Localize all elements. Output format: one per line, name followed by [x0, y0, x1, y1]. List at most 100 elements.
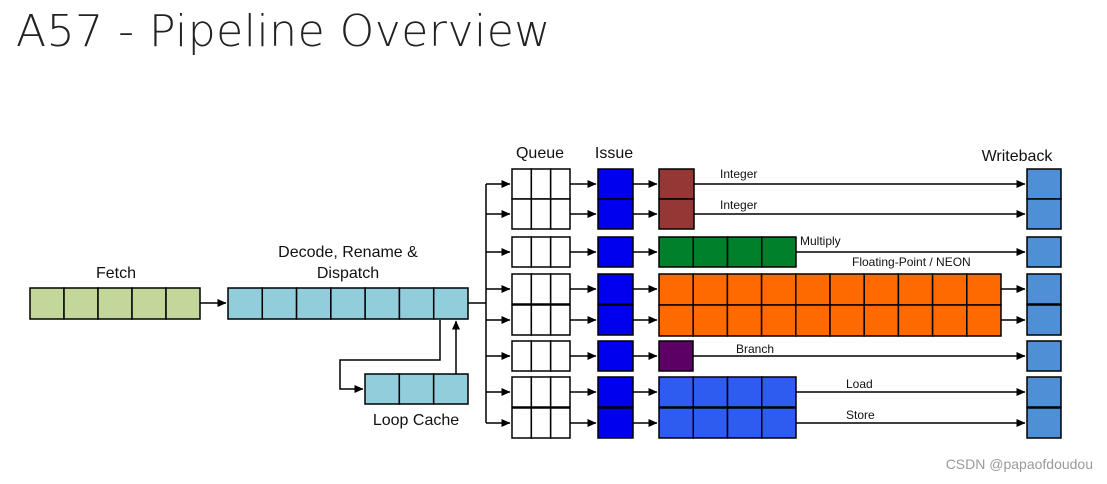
queue-row-1-cell: [530, 168, 552, 200]
queue-row-7-cell: [530, 376, 552, 408]
loop-cache-label: Loop Cache: [373, 412, 459, 429]
load-unit-cell: [658, 376, 694, 408]
decode-label-line1: Decode, Rename &: [278, 244, 418, 261]
queue-row-1-cell: [511, 168, 533, 200]
queue-row-7-cell: [511, 376, 533, 408]
queue-row-4: [511, 273, 571, 305]
queue-row-8: [511, 407, 571, 439]
issue-slot-5: [597, 304, 634, 336]
queue-row-8-cell: [530, 407, 552, 439]
fetch-label: Fetch: [96, 265, 136, 282]
queue-row-1-cell: [549, 168, 571, 200]
loop-cache: [364, 373, 469, 405]
queue-row-7-cell: [549, 376, 571, 408]
writeback-label: Writeback: [982, 148, 1054, 165]
writeback-slot-6: [1026, 340, 1062, 372]
fetch-stage: [29, 287, 201, 320]
load-unit-cell: [726, 376, 763, 408]
multiply-label: Multiply: [800, 234, 841, 248]
fp-neon-unit-row-2-cell: [966, 304, 1002, 337]
fp-neon-unit-row-1: [658, 273, 1002, 306]
fp-neon-unit-row-2-cell: [863, 304, 900, 337]
store-unit-cell: [761, 407, 797, 439]
decode-stage: [227, 287, 469, 320]
fp-neon-unit-row-1-cell: [760, 273, 797, 306]
queue-row-1: [511, 168, 571, 200]
store-label: Store: [846, 408, 875, 422]
fp-neon-unit-row-1-cell: [692, 273, 729, 306]
store-unit: [658, 407, 797, 439]
load-unit-cell: [761, 376, 797, 408]
queue-row-8-cell: [511, 407, 533, 439]
fp-neon-unit-row-2-cell: [760, 304, 797, 337]
queue-row-2-cell: [530, 198, 552, 230]
fp-neon-unit-row-1-cell: [829, 273, 865, 306]
writeback-slot-1: [1026, 168, 1062, 200]
writeback-slot-7: [1026, 376, 1062, 408]
decode-stage-cell: [398, 287, 435, 320]
decode-stage-cell: [295, 287, 332, 320]
queue-row-6-cell: [511, 340, 533, 372]
connector-arrows: [200, 180, 1026, 427]
loop-cache-cell: [432, 373, 469, 405]
queue-row-8-cell: [549, 407, 571, 439]
queue-row-4-cell: [511, 273, 533, 305]
stage-labels: Fetch Decode, Rename & Dispatch Loop Cac…: [96, 145, 1053, 429]
fp-neon-unit-row-1-cell: [931, 273, 968, 306]
load-label: Load: [846, 377, 873, 391]
fp-neon-unit-row-1-cell: [897, 273, 934, 306]
fp-neon-unit-row-2-cell: [692, 304, 729, 337]
decode-stage-cell: [261, 287, 298, 320]
issue-slot-4: [597, 273, 634, 305]
fp-neon-unit-row-1-cell: [658, 273, 694, 306]
store-unit-cell: [726, 407, 763, 439]
fp-neon-unit-row-1-cell: [966, 273, 1002, 306]
fp-neon-unit-row-2-cell: [658, 304, 694, 337]
load-unit-cell: [692, 376, 729, 408]
fp-neon-unit-row-2-cell: [795, 304, 831, 337]
integer-label-1: Integer: [720, 167, 757, 181]
branch-unit: [658, 340, 694, 372]
queue-row-6-cell: [530, 340, 552, 372]
queue-row-2: [511, 198, 571, 230]
fp-neon-unit-row-1-cell: [726, 273, 763, 306]
writeback-slot-3: [1026, 236, 1062, 268]
multiply-unit: [658, 236, 797, 268]
queue-row-2-cell: [511, 198, 533, 230]
decode-stage-cell: [364, 287, 401, 320]
queue-row-5: [511, 304, 571, 336]
issue-label: Issue: [595, 145, 633, 162]
loop-cache-cell: [364, 373, 401, 405]
store-unit-cell: [658, 407, 694, 439]
queue-row-6: [511, 340, 571, 372]
queue-row-3-cell: [530, 236, 552, 268]
integer-unit-1: [658, 168, 695, 200]
queue-row-3: [511, 236, 571, 268]
decode-label-line2: Dispatch: [317, 265, 379, 282]
decode-stage-cell: [432, 287, 469, 320]
fetch-stage-cell: [165, 287, 201, 320]
multiply-unit-cell: [761, 236, 797, 268]
issue-slot-1: [597, 168, 634, 200]
queue-row-5-cell: [549, 304, 571, 336]
store-unit-cell: [692, 407, 729, 439]
fp-neon-unit-row-2-cell: [726, 304, 763, 337]
fp-neon-unit-row-1-cell: [795, 273, 831, 306]
fetch-stage-cell: [97, 287, 133, 320]
multiply-unit-cell: [692, 236, 729, 268]
pipeline-stages: [29, 168, 1062, 439]
branch-label: Branch: [736, 342, 774, 356]
writeback-slot-8: [1026, 407, 1062, 439]
fp-neon-label: Floating-Point / NEON: [852, 255, 971, 269]
queue-row-6-cell: [549, 340, 571, 372]
issue-slot-7: [597, 376, 634, 408]
issue-slot-6: [597, 340, 634, 372]
multiply-unit-cell: [726, 236, 763, 268]
fp-neon-unit-row-1-cell: [863, 273, 900, 306]
issue-slot-8: [597, 407, 634, 439]
queue-row-3-cell: [549, 236, 571, 268]
issue-slot-2: [597, 198, 634, 230]
integer-label-2: Integer: [720, 198, 757, 212]
fp-neon-unit-row-2-cell: [931, 304, 968, 337]
